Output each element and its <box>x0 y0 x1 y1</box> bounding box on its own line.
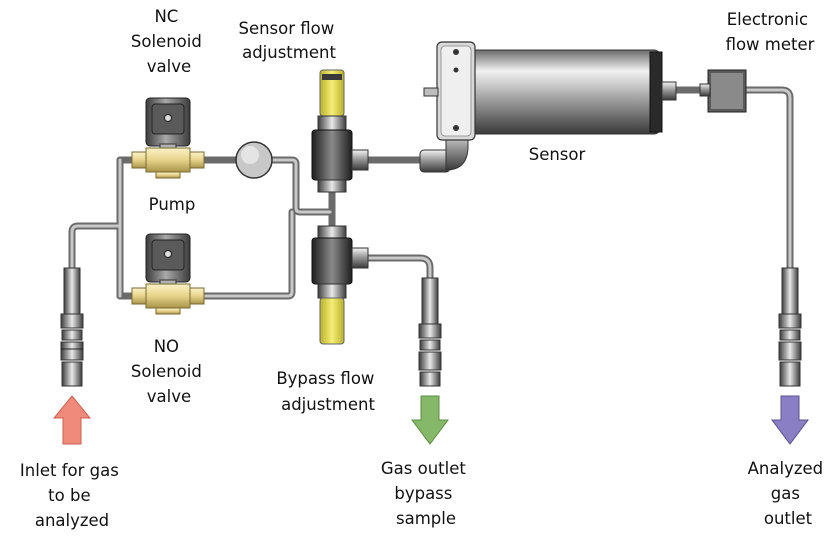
sensor-flow-adjustment-label-line: adjustment <box>242 43 336 62</box>
pump-label: Pump <box>149 195 196 214</box>
electronic-flow-meter-label-line: Electronic <box>727 10 808 29</box>
gas-outlet-bypass-label-line: sample <box>396 509 456 528</box>
inlet-label: Inlet for gas to be analyzed <box>20 461 124 530</box>
inlet-label-line: analyzed <box>35 511 109 530</box>
gas-outlet-bypass-label-line: bypass <box>394 484 452 503</box>
analyzed-outlet-arrow <box>771 395 809 445</box>
nc-solenoid-valve <box>131 97 205 179</box>
bypass-flow-adjustment-label-line: Bypass flow <box>276 369 374 388</box>
sensor-flow-adjustment-valve <box>311 69 369 193</box>
no-valve-label: NO Solenoid valve <box>131 337 207 406</box>
no-valve-label-line: Solenoid <box>131 362 202 381</box>
sensor <box>423 41 677 141</box>
no-solenoid-valve <box>131 233 205 315</box>
analyzed-gas-outlet-label-line: outlet <box>764 509 813 528</box>
bypass-outlet-arrow <box>411 395 449 445</box>
analyzed-outlet-fitting <box>778 267 802 387</box>
nc-valve-label: NC Solenoid valve <box>131 7 207 76</box>
pump <box>235 141 273 179</box>
nc-valve-label-line: Solenoid <box>131 32 202 51</box>
no-valve-label-line: NO <box>154 337 179 356</box>
gas-outlet-bypass-label: Gas outlet bypass sample <box>381 459 471 528</box>
bypass-flow-adjustment-valve <box>311 225 369 345</box>
electronic-flow-meter-label-line: flow meter <box>726 35 815 54</box>
bypass-flow-adjustment-label-line: adjustment <box>281 395 375 414</box>
inlet-arrow <box>52 395 92 445</box>
nc-valve-label-line: NC <box>154 7 178 26</box>
no-valve-label-line: valve <box>147 387 191 406</box>
electronic-flow-meter-label: Electronic flow meter <box>726 10 815 54</box>
inlet-label-line: to be <box>48 486 90 505</box>
nc-valve-label-line: valve <box>147 57 191 76</box>
inlet-label-line: Inlet for gas <box>20 461 119 480</box>
analyzed-gas-outlet-label-line: gas <box>771 484 800 503</box>
bypass-outlet-fitting <box>418 277 442 387</box>
analyzed-gas-outlet-label-line: Analyzed <box>748 459 824 478</box>
electronic-flow-meter <box>699 69 747 113</box>
inlet-fitting <box>60 267 84 387</box>
bypass-flow-adjustment-label: Bypass flow adjustment <box>276 369 379 414</box>
gas-outlet-bypass-label-line: Gas outlet <box>381 459 466 478</box>
sensor-flow-adjustment-label: Sensor flow adjustment <box>238 19 339 62</box>
sensor-label: Sensor <box>529 145 586 164</box>
analyzed-gas-outlet-label: Analyzed gas outlet <box>748 459 829 528</box>
sensor-flow-adjustment-label-line: Sensor flow <box>238 19 334 38</box>
